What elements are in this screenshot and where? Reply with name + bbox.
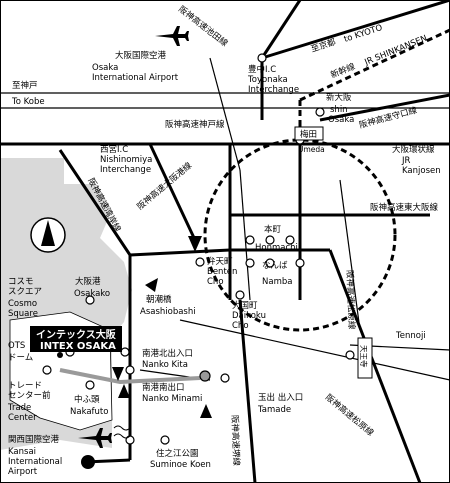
kansai-ja: 関西国際空港 xyxy=(8,434,60,445)
ots-ja2: ドーム xyxy=(8,353,33,363)
suminoe-ja: 住之江公園 xyxy=(156,448,199,459)
trade-ja2: センター前 xyxy=(8,390,51,401)
kansai-en2: International xyxy=(8,457,62,467)
umeda-ja: 梅田 xyxy=(300,129,317,140)
sakai-line-label: 阪神高速堺線 xyxy=(229,415,242,467)
moriguchi-line-label: 阪神高速守口線 xyxy=(358,105,419,131)
ikeda-line-label: 阪神高速池田線 xyxy=(176,4,230,50)
osaka-airport-icon xyxy=(155,26,189,46)
shinkansen-ja: 新幹線 xyxy=(329,61,357,81)
kansai-en3: Airport xyxy=(8,467,38,477)
asashiobashi-ja: 朝潮橋 xyxy=(146,294,172,305)
higashi-osaka-label: 阪神高速東大阪線 xyxy=(370,202,439,213)
umeda-box xyxy=(294,126,324,141)
daikoku-en2: Cho xyxy=(232,321,249,331)
toyonaka-en2: Interchange xyxy=(248,85,299,95)
tennoji-box xyxy=(357,337,373,379)
cosmo-en1: Cosmo xyxy=(8,299,37,309)
shinkansen-line xyxy=(299,28,450,102)
namba-en: Namba xyxy=(262,277,292,287)
honmachi-en: Honmachi xyxy=(255,243,298,253)
shin-osaka-ja: 新大阪 xyxy=(326,92,352,103)
nishinomiya-ja: 西宮I.C xyxy=(100,144,128,155)
benten-ja: 弁天町 xyxy=(207,256,233,267)
tamade-en: Tamade xyxy=(257,405,291,415)
osaka-airport-en1: Osaka xyxy=(92,63,118,73)
road-lines xyxy=(0,57,450,381)
trade-en1: Trade xyxy=(7,403,31,413)
nanko-kita-ja: 南港北出入口 xyxy=(142,348,193,359)
daikoku-en1: Daikoku xyxy=(232,311,266,321)
nakafuto-en: Nakafuto xyxy=(70,407,108,417)
intex-marker xyxy=(57,352,63,358)
toyonaka-ja: 豊中I.C xyxy=(248,64,276,75)
osakako-ja: 大阪港 xyxy=(75,276,101,287)
new-tram-route xyxy=(59,368,201,385)
matsubara-line-label: 阪神高速松原線 xyxy=(323,392,376,439)
ots-ja1: OTS xyxy=(8,341,25,351)
kansai-airport-marker xyxy=(81,455,95,469)
shin-osaka-en2: Osaka xyxy=(328,115,354,125)
osaka-airport-ja: 大阪国際空港 xyxy=(115,50,167,61)
kanjosen-en2: Kanjosen xyxy=(402,166,441,176)
shin-osaka-en1: shin xyxy=(330,105,348,115)
umeda-en: Umeda xyxy=(298,145,325,154)
jr-kanjosen-loop xyxy=(203,138,397,332)
exit-markers xyxy=(112,236,212,418)
cosmo-ja1: コスモ xyxy=(8,277,34,287)
to-kobe-en: To Kobe xyxy=(11,97,45,107)
tennoji-en: Tennoji xyxy=(395,331,426,341)
trade-en2: Center xyxy=(8,413,37,423)
nanko-minami-en: Nanko Minami xyxy=(142,394,202,404)
honmachi-ja: 本町 xyxy=(264,224,282,235)
nishinomiya-en2: Interchange xyxy=(100,165,151,175)
tamade-ja: 玉出 出入口 xyxy=(258,392,303,403)
asashiobashi-en: Asashiobashi xyxy=(140,307,196,317)
north-arrow-icon xyxy=(41,220,55,246)
nishinomiya-en1: Nishinomiya xyxy=(100,155,152,165)
kansai-airport-icon xyxy=(78,428,112,448)
nanko-minami-ja: 南港南出口 xyxy=(142,382,185,393)
intex-en-label: INTEX OSAKA xyxy=(40,341,116,352)
hanshin-tennoji-label: 阪神高速松原線 xyxy=(344,270,357,330)
kobe-line-label: 阪神高速神戸線 xyxy=(165,119,225,130)
kanjosen-en1: JR xyxy=(401,156,411,166)
kansai-airport-land xyxy=(0,440,112,483)
nakafuto-ja: 中ふ頭 xyxy=(74,394,100,405)
kansai-en1: Kansai xyxy=(8,447,36,457)
trade-ja: トレード xyxy=(8,381,42,391)
shinkansen-en: JR SHINKANSEN xyxy=(362,34,428,69)
stations xyxy=(42,53,355,445)
intex-ja-label: インテックス大阪 xyxy=(36,328,117,341)
suminoe-en: Suminoe Koen xyxy=(150,460,211,470)
osakako-en: Osakako xyxy=(74,289,110,299)
nanko-kita-en: Nanko Kita xyxy=(142,360,188,370)
cosmo-en2: Square xyxy=(8,309,38,319)
kanjosen-ja: 大阪環状線 xyxy=(392,144,435,155)
cosmo-ja2: スクエア xyxy=(8,287,42,297)
to-kobe-ja: 至神戸 xyxy=(12,80,38,91)
osaka-airport-en2: International Airport xyxy=(92,73,179,83)
tennoji-ja: 天王寺 xyxy=(359,345,368,368)
intex-osaka-box[interactable] xyxy=(30,326,122,352)
namba-ja: なんば xyxy=(262,261,288,271)
benten-en1: Benten xyxy=(207,267,237,277)
daikoku-ja: 大国町 xyxy=(232,300,258,311)
toyonaka-en1: Toyonaka xyxy=(247,75,288,85)
water-wave-icon xyxy=(113,425,131,439)
benten-en2: Cho xyxy=(207,277,224,287)
